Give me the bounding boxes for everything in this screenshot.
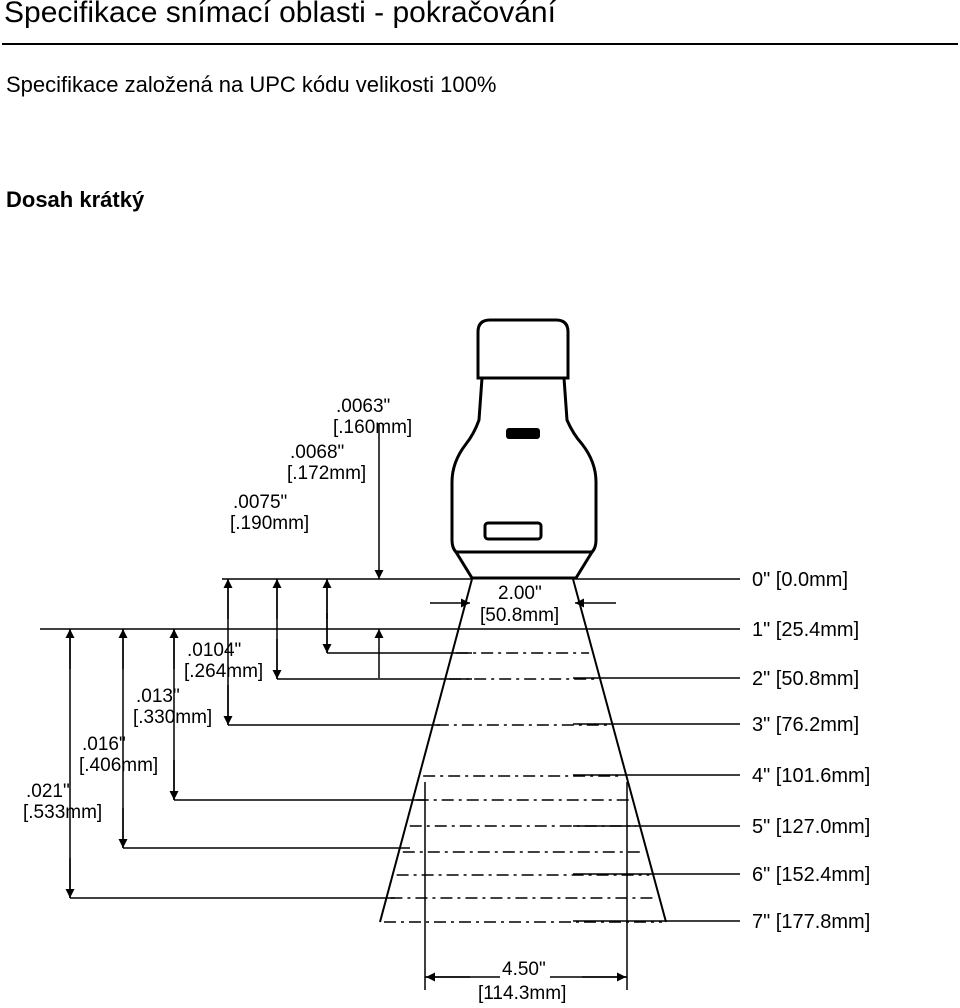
page-title: Specifikace snímací oblasti - pokračován…: [4, 0, 556, 29]
resolution-inch-label: .013": [136, 686, 180, 707]
field-edge-right: [572, 578, 667, 923]
resolution-mm-label: [.190mm]: [230, 513, 309, 534]
section-heading: Dosah krátký: [6, 187, 145, 212]
resolution-mm-label: [.264mm]: [184, 661, 263, 682]
resolution-mm-label: [.172mm]: [287, 463, 366, 484]
title-divider: [2, 43, 958, 45]
resolution-inch-label: .0063": [336, 396, 390, 417]
resolution-mm-label: [.330mm]: [133, 707, 212, 728]
page-subtitle: Specifikace založená na UPC kódu velikos…: [6, 72, 497, 97]
distance-label: 6" [152.4mm]: [752, 864, 870, 886]
distance-label: 2" [50.8mm]: [752, 668, 859, 690]
resolution-inch-label: .021": [26, 781, 70, 802]
scanner-icon: [450, 318, 598, 580]
resolution-mm-label: [.533mm]: [23, 802, 102, 823]
distance-label: 1" [25.4mm]: [752, 619, 859, 641]
resolution-inch-label: .0104": [187, 640, 241, 661]
resolution-markers: .0063"[.160mm] .0068"[.172mm].0075"[.190m…: [23, 396, 472, 899]
scan-zone: [40, 578, 740, 923]
field-width-markers: 2.00"[50.8mm] 4.50" [114.3mm]: [424, 583, 628, 1004]
far-width-mm-label: [114.3mm]: [478, 983, 566, 1004]
near-width-inch-label: 2.00": [498, 583, 542, 604]
far-width-inch-label: 4.50": [502, 959, 546, 980]
resolution-inch-label: .016": [82, 734, 126, 755]
distance-label: 5" [127.0mm]: [752, 816, 870, 838]
near-width-mm-label: [50.8mm]: [480, 605, 559, 626]
distance-label: 3" [76.2mm]: [752, 714, 859, 736]
distance-label: 0" [0.0mm]: [752, 569, 848, 591]
field-edge-left: [379, 578, 473, 923]
resolution-inch-label: .0068": [290, 442, 344, 463]
resolution-mm-label: [.160mm]: [333, 417, 412, 438]
resolution-inch-label: .0075": [233, 492, 287, 513]
distance-label: 4" [101.6mm]: [752, 765, 870, 787]
resolution-mm-label: [.406mm]: [79, 755, 158, 776]
distance-label: 7" [177.8mm]: [752, 911, 870, 933]
distance-labels: 0" [0.0mm] 1" [25.4mm] 2" [50.8mm] 3" [76.2…: [752, 569, 870, 933]
